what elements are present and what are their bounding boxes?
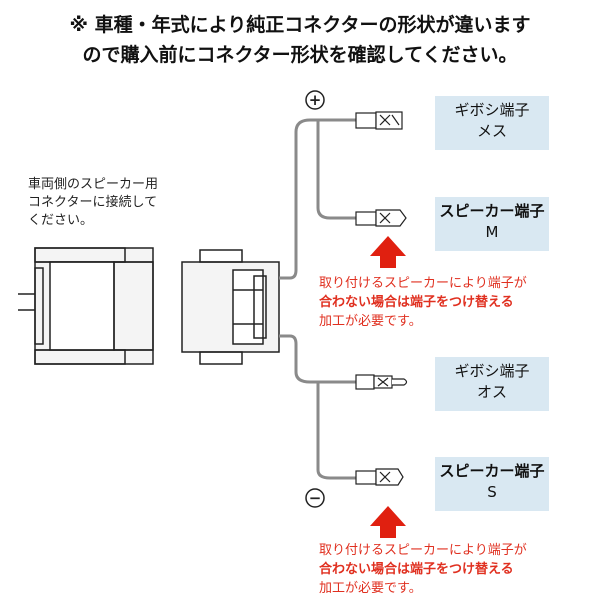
- plus-symbol: +: [309, 91, 322, 109]
- harness-connector: [181, 249, 280, 365]
- header-line-1: ※ 車種・年式により純正コネクターの形状が違います: [69, 14, 531, 36]
- note-1-line-1: 取り付けるスピーカーにより端子が: [319, 276, 527, 291]
- minus-mark: −: [305, 488, 325, 508]
- side-note-line-2: コネクターに接続して: [28, 195, 158, 210]
- vehicle-side-note: 車両側のスピーカー用 コネクターに接続して ください。: [28, 176, 188, 230]
- box-3-line-2: オス: [476, 383, 507, 401]
- box-3-line-1: ギボシ端子: [454, 362, 530, 380]
- female-bullet-terminal: [355, 111, 403, 130]
- note-1-line-2: 合わない場合は端子をつけ替える: [319, 295, 514, 310]
- label-box-male-bullet: ギボシ端子 オス: [435, 357, 549, 411]
- label-box-speaker-m: スピーカー端子 M: [435, 197, 549, 251]
- minus-symbol: −: [309, 489, 322, 507]
- box-1-line-1: ギボシ端子: [454, 101, 530, 119]
- terminal-replace-note-lower: 取り付けるスピーカーにより端子が 合わない場合は端子をつけ替える 加工が必要です…: [319, 541, 594, 598]
- box-4-line-2: S: [487, 483, 497, 501]
- speaker-terminal-s: [355, 468, 404, 486]
- speaker-terminal-m: [355, 209, 407, 227]
- wires: [279, 118, 358, 480]
- box-2-line-1: スピーカー端子: [439, 202, 545, 220]
- box-1-line-2: メス: [476, 122, 507, 140]
- male-bullet-terminal: [355, 374, 408, 390]
- terminal-replace-note-upper: 取り付けるスピーカーにより端子が 合わない場合は端子をつけ替える 加工が必要です…: [319, 274, 594, 331]
- note-2-line-2: 合わない場合は端子をつけ替える: [319, 562, 514, 577]
- note-1-line-3: 加工が必要です。: [319, 314, 422, 329]
- note-2-line-3: 加工が必要です。: [319, 581, 422, 596]
- label-box-female-bullet: ギボシ端子 メス: [435, 96, 549, 150]
- label-box-speaker-s: スピーカー端子 S: [435, 457, 549, 511]
- side-note-line-3: ください。: [28, 213, 94, 228]
- red-arrow-lower: [370, 506, 406, 538]
- box-2-line-2: M: [485, 223, 499, 241]
- note-2-line-1: 取り付けるスピーカーにより端子が: [319, 543, 527, 558]
- side-note-line-1: 車両側のスピーカー用: [28, 177, 159, 192]
- red-arrow-upper: [370, 236, 406, 268]
- plus-mark: +: [305, 90, 325, 110]
- box-4-line-1: スピーカー端子: [439, 462, 545, 480]
- header-notice: ※ 車種・年式により純正コネクターの形状が違います ので購入前にコネクター形状を…: [0, 10, 600, 70]
- vehicle-connector: [18, 247, 154, 365]
- header-line-2: ので購入前にコネクター形状を確認してください。: [82, 44, 518, 66]
